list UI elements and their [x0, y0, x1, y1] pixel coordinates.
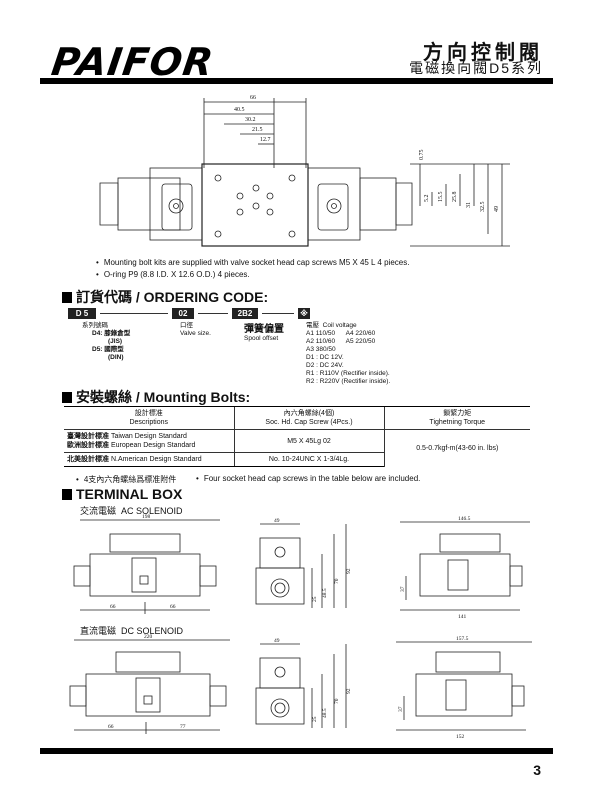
page-title: 方向控制閥	[423, 42, 543, 64]
svg-text:70: 70	[334, 698, 340, 704]
bolts-footnote-zh: 4支內六角螺絲爲標准附件	[76, 474, 176, 485]
heading-square-icon	[62, 391, 72, 403]
dim-15-5: 15.5	[438, 192, 444, 203]
code-spool: 2B2	[232, 308, 258, 319]
svg-text:220: 220	[144, 634, 153, 640]
svg-text:48.5: 48.5	[322, 708, 328, 718]
dim-32-5: 32.5	[480, 202, 486, 213]
svg-text:152: 152	[456, 734, 465, 740]
svg-text:92: 92	[346, 688, 352, 694]
note-mounting-bolts: Mounting bolt kits are supplied with val…	[96, 258, 410, 267]
bolts-footnote-en: Four socket head cap screws in the table…	[196, 474, 421, 483]
dim-31: 31	[466, 202, 472, 208]
series-legend: 系列號碼 D4: 膝錄倉型 (JIS) D5: 國際型 (DIN)	[82, 322, 131, 361]
dim-25-8: 25.8	[452, 192, 458, 203]
dim-12-7: 12.7	[260, 137, 271, 143]
spool-legend: 彈簧偏置 Spool offset	[244, 324, 284, 342]
table-row: 臺灣設計標准 Taiwan Design Standard 歐洲設計標准 Eur…	[64, 429, 530, 467]
valve-size-legend: 口徑 Valve size.	[180, 322, 211, 337]
ordering-code-heading: 訂貨代碼 / ORDERING CODE:	[62, 287, 268, 307]
mounting-bolts-heading: 安裝螺絲 / Mounting Bolts:	[62, 387, 250, 407]
svg-text:70: 70	[334, 578, 340, 584]
dc-solenoid-drawings: 220 66 77 49 25 48.5 70 92 157.5 37 152	[60, 634, 540, 744]
svg-text:77: 77	[180, 724, 186, 730]
svg-text:25: 25	[312, 596, 318, 602]
dim-66: 66	[250, 95, 256, 101]
svg-text:37: 37	[398, 706, 404, 712]
svg-text:157.5: 157.5	[456, 636, 469, 642]
svg-text:66: 66	[170, 604, 176, 610]
dim-0-75: 0.75	[419, 150, 425, 161]
svg-text:25: 25	[312, 716, 318, 722]
note-o-ring: O-ring P9 (8.8 I.D. X 12.6 O.D.) 4 piece…	[96, 270, 250, 279]
table-row: 北美設計標准 N.American Design Standard No. 10…	[64, 452, 530, 467]
code-dash	[100, 313, 168, 314]
terminal-box-heading: TERMINAL BOX	[62, 486, 182, 502]
ac-solenoid-label: 交流電磁 AC SOLENOID	[80, 506, 183, 516]
dim-40-5: 40.5	[234, 107, 245, 113]
svg-text:66: 66	[110, 604, 116, 610]
dim-5-2: 5.2	[424, 195, 430, 203]
code-dash	[198, 313, 228, 314]
dim-49: 49	[494, 206, 500, 212]
coil-legend: 電壓 Coil voltage A1 110/50 A2 110/60 A3 3…	[306, 322, 391, 385]
code-series: D 5	[68, 308, 96, 319]
dim-30-2: 30.2	[245, 117, 256, 123]
footer-rule	[40, 748, 553, 754]
valve-top-view-drawing: 66 40.5 30.2 21.5 12.7 0.75 5.2 15.5 25.…	[90, 88, 510, 258]
svg-text:141: 141	[458, 614, 467, 620]
svg-text:48.5: 48.5	[322, 588, 328, 598]
svg-text:49: 49	[274, 638, 280, 644]
dc-solenoid-label: 直流電磁 DC SOLENOID	[80, 626, 184, 636]
header-rule	[40, 78, 553, 84]
dim-21-5: 21.5	[252, 127, 263, 133]
svg-text:49: 49	[274, 518, 280, 524]
code-dash	[262, 313, 294, 314]
svg-text:146.5: 146.5	[458, 516, 471, 522]
svg-text:92: 92	[346, 568, 352, 574]
svg-text:198: 198	[142, 514, 151, 520]
heading-square-icon	[62, 488, 72, 500]
page-number: 3	[533, 762, 541, 778]
ac-solenoid-drawings: 198 66 66 49 25 48.5 70 92 146.5 37 141	[60, 514, 540, 624]
code-valve-size: 02	[172, 308, 194, 319]
heading-square-icon	[62, 291, 72, 303]
svg-text:37: 37	[400, 586, 406, 592]
code-coil: ※	[298, 308, 310, 319]
svg-text:66: 66	[108, 724, 114, 730]
page-subtitle: 電磁換向閥D5系列	[409, 60, 543, 76]
